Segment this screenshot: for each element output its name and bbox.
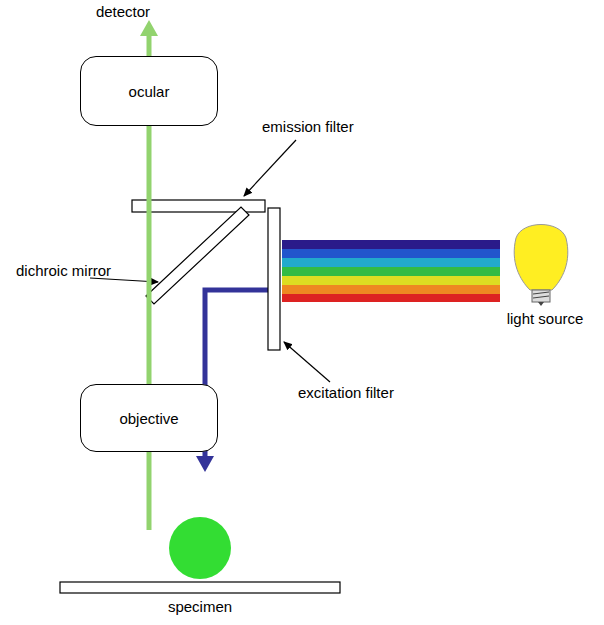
part-label: specimen (168, 598, 232, 615)
optics-box: ocular (80, 56, 218, 126)
part-label: emission filter (262, 118, 354, 135)
optics-box: objective (80, 384, 218, 452)
box-label: objective (119, 410, 178, 427)
fluorescent-spot (169, 517, 231, 579)
emission-beam (147, 452, 152, 530)
white-light-beam (282, 240, 500, 302)
part-label: excitation filter (298, 384, 394, 401)
excitation-filter (268, 208, 280, 350)
light-bulb (514, 225, 568, 307)
emission-filter (132, 200, 265, 212)
leader-line (284, 342, 330, 382)
dichroic-mirror (146, 207, 249, 304)
part-label: detector (96, 3, 150, 20)
emission-beam (147, 126, 152, 384)
box-label: ocular (129, 83, 170, 100)
specimen-slide (60, 582, 340, 593)
part-label: dichroic mirror (16, 262, 111, 279)
beam-arrowhead (196, 456, 214, 472)
part-label: light source (507, 310, 584, 327)
beam-arrowhead (140, 20, 158, 36)
leader-line (244, 140, 296, 196)
emission-beam (147, 34, 152, 56)
